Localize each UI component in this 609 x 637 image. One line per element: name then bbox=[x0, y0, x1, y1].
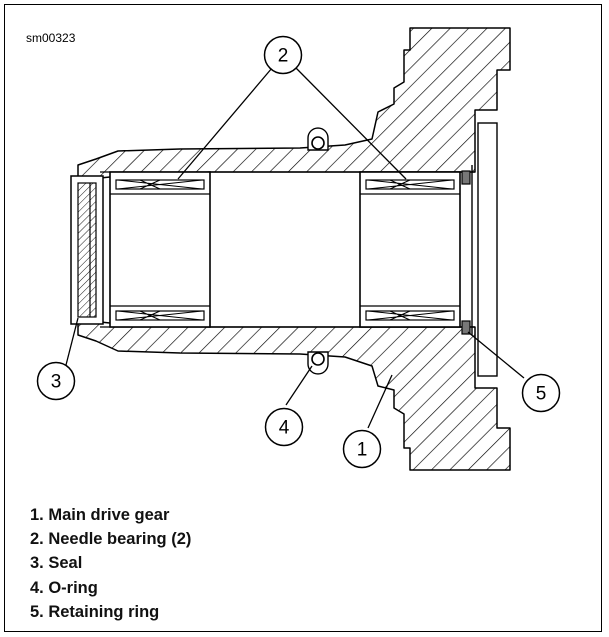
gear-face-plate bbox=[477, 122, 498, 377]
callout-4-number: 4 bbox=[279, 418, 290, 439]
retaining-ring-lower bbox=[461, 320, 471, 335]
needle-bearing-right bbox=[359, 171, 461, 328]
legend-item-retaining-ring: 5. Retaining ring bbox=[30, 602, 160, 621]
callout-3-number: 3 bbox=[51, 372, 62, 393]
callout-2-number: 2 bbox=[278, 46, 289, 67]
seal bbox=[70, 175, 104, 325]
legend-item-o-ring: 4. O-ring bbox=[30, 578, 98, 597]
callout-5-number: 5 bbox=[536, 384, 547, 405]
callout-2: 2 bbox=[263, 35, 303, 75]
leader-lines bbox=[65, 67, 525, 429]
figure-id-label: sm00323 bbox=[26, 31, 76, 45]
callout-1-number: 1 bbox=[357, 440, 368, 461]
main-drive-gear-lower bbox=[77, 317, 511, 471]
retaining-ring-upper bbox=[461, 170, 471, 185]
callout-5: 5 bbox=[521, 373, 561, 413]
legend-item-seal: 3. Seal bbox=[30, 554, 83, 573]
o-ring-lower bbox=[307, 351, 329, 375]
legend-item-main-drive-gear: 1. Main drive gear bbox=[30, 506, 170, 524]
needle-bearing-left bbox=[109, 171, 211, 328]
cross-section-drawing: 2 3 4 1 5 bbox=[36, 27, 561, 471]
callout-3: 3 bbox=[36, 361, 76, 401]
o-ring-upper bbox=[307, 127, 329, 151]
callout-1: 1 bbox=[342, 429, 382, 469]
parts-legend: 1. Main drive gear 2. Needle bearing (2)… bbox=[30, 503, 191, 624]
legend-item-needle-bearing: 2. Needle bearing (2) bbox=[30, 530, 192, 549]
main-drive-gear-upper bbox=[77, 27, 511, 183]
callout-4: 4 bbox=[264, 407, 304, 447]
